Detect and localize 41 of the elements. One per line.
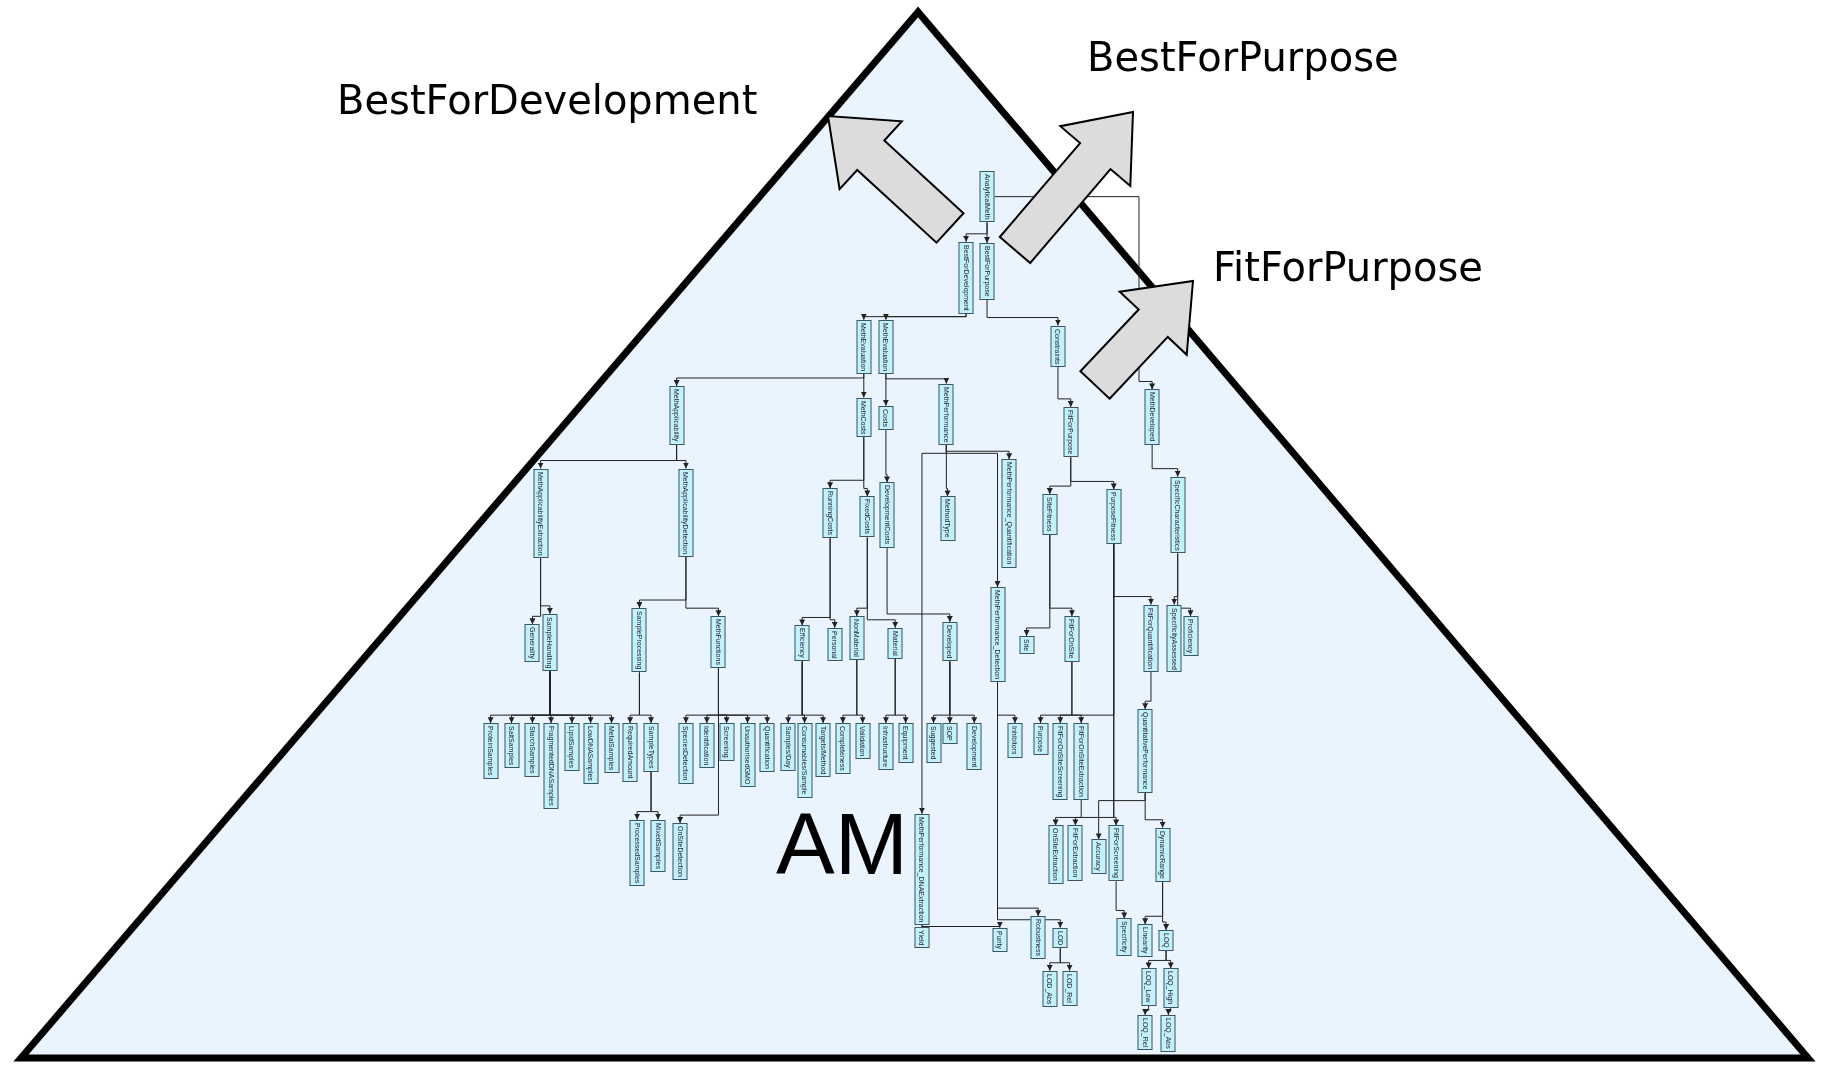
arrow — [1115, 880, 1128, 919]
arrow — [997, 681, 1064, 929]
arrow — [1059, 947, 1073, 972]
arrow — [549, 670, 615, 724]
arrow — [918, 444, 947, 815]
arrow — [1057, 366, 1074, 408]
arrow — [984, 221, 991, 244]
arrow — [1165, 950, 1174, 969]
arrow — [676, 444, 689, 469]
arrow — [540, 557, 553, 615]
arrow — [894, 658, 909, 724]
arrow — [866, 536, 899, 629]
arrow — [1151, 444, 1181, 478]
arrow — [1177, 552, 1194, 617]
arrow — [673, 373, 865, 387]
arrow — [677, 667, 719, 824]
arrow — [638, 671, 655, 724]
arrow — [685, 556, 722, 617]
large-label: AM — [776, 800, 908, 888]
arrow — [1113, 543, 1120, 826]
arrow — [863, 436, 871, 497]
arrow — [650, 771, 662, 821]
arrow — [921, 921, 1003, 929]
arrow — [829, 537, 838, 629]
arrow — [885, 373, 950, 385]
arrow — [1162, 881, 1170, 931]
arrow — [986, 299, 1061, 326]
arrow — [1052, 799, 1082, 826]
arrow — [886, 547, 953, 623]
arrow — [801, 660, 827, 724]
arrow — [1071, 661, 1085, 724]
arrow — [884, 429, 891, 483]
arrow — [1142, 1005, 1150, 1016]
arrow — [1049, 534, 1075, 617]
arrow — [882, 313, 967, 321]
arrow — [1165, 1007, 1172, 1016]
arrow — [949, 660, 978, 724]
arrow — [856, 659, 866, 724]
arrow — [1144, 792, 1166, 829]
arrow — [1070, 456, 1117, 490]
arrow — [1142, 671, 1152, 710]
